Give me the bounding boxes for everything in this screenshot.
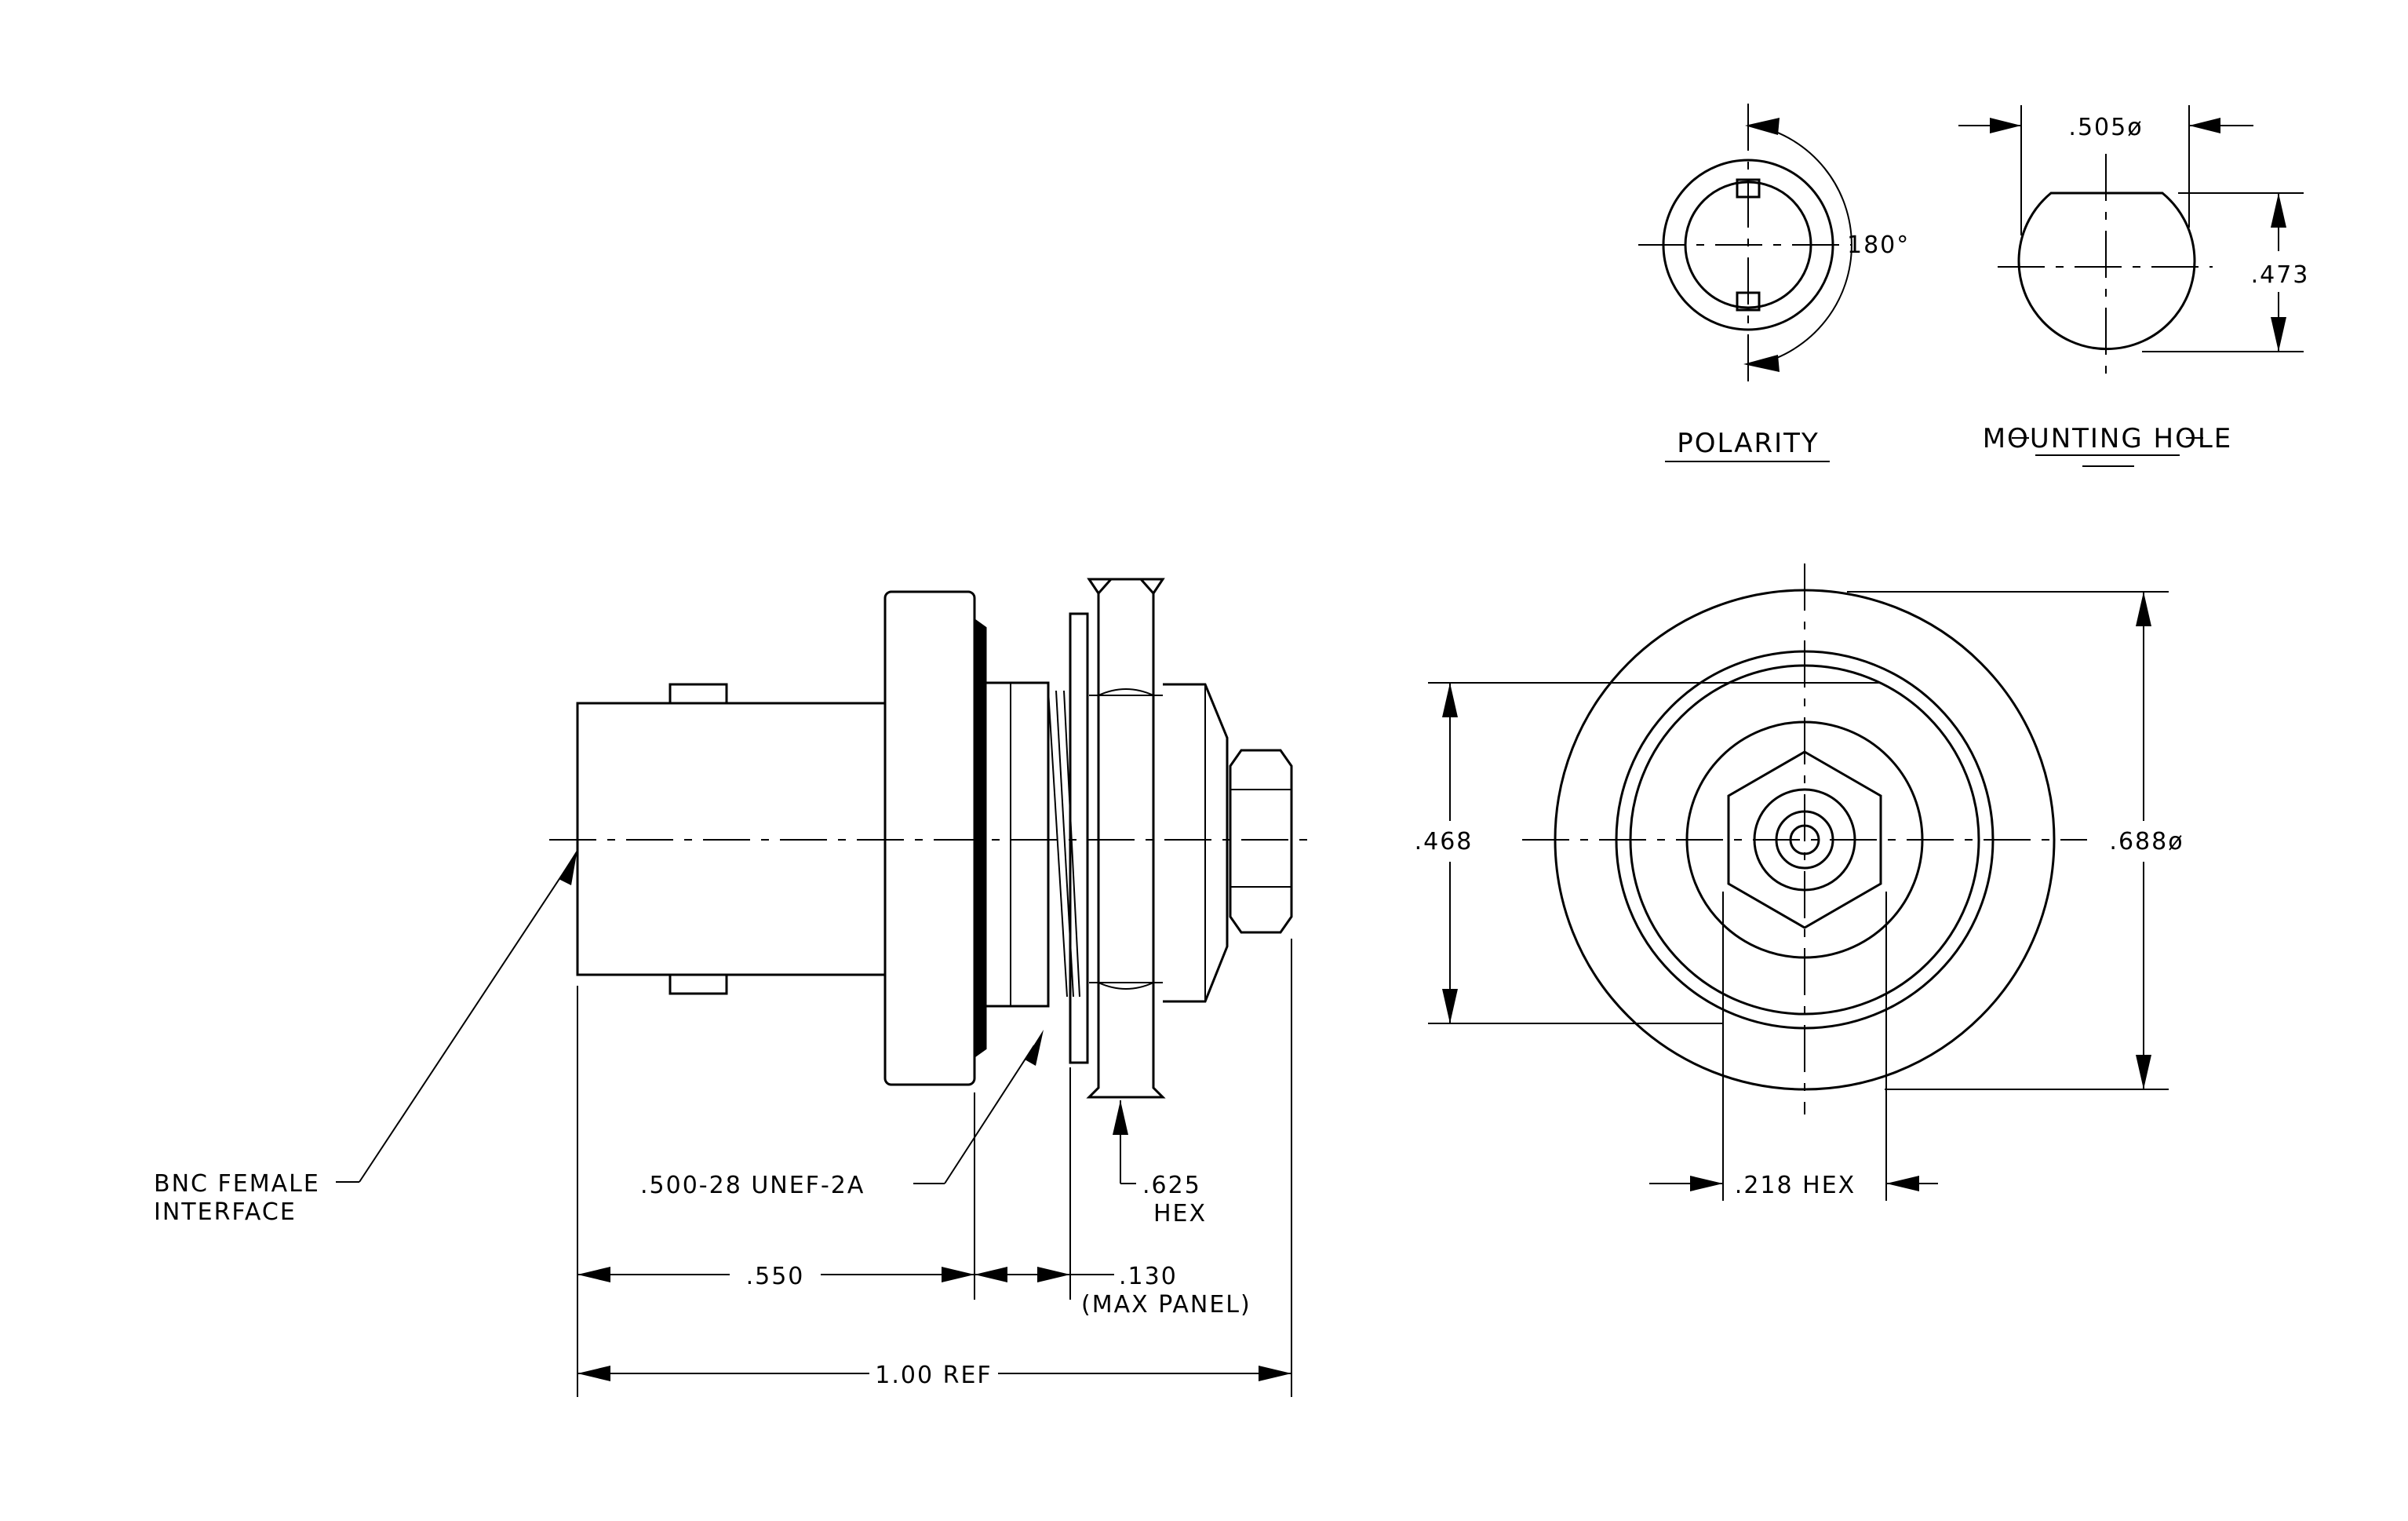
polarity-view: 180° POLARITY	[1638, 104, 1910, 462]
front-diameter-label: .688ø	[2109, 828, 2184, 855]
panel-label-line1: .130	[1119, 1263, 1178, 1290]
mounting-hole-width-label: .505ø	[2068, 114, 2143, 141]
nut-label-line2: HEX	[1153, 1200, 1207, 1227]
front-view: .468 .688ø .218 HEX	[1415, 564, 2184, 1201]
front-hex-label: .218 HEX	[1735, 1172, 1856, 1199]
front-height-label: .468	[1415, 828, 1474, 855]
thread-label: .500-28 UNEF-2A	[640, 1172, 865, 1199]
nut-label-line1: .625	[1142, 1172, 1201, 1199]
mounting-hole-view: .505ø .473 MOUNTING HOLE	[1958, 105, 2310, 467]
length-550-label: .550	[746, 1263, 805, 1290]
polarity-angle-label: 180°	[1847, 232, 1910, 259]
side-view: BNC FEMALE INTERFACE .500-28 UNEF-2A .62…	[154, 578, 1318, 1397]
panel-label-line2: (MAX PANEL)	[1081, 1291, 1251, 1319]
mounting-hole-height-label: .473	[2251, 261, 2310, 289]
polarity-title: POLARITY	[1677, 428, 1819, 459]
overall-length-label: 1.00 REF	[875, 1362, 992, 1389]
bnc-interface-label-line1: BNC FEMALE	[154, 1170, 320, 1198]
bnc-interface-label-line2: INTERFACE	[154, 1198, 297, 1226]
